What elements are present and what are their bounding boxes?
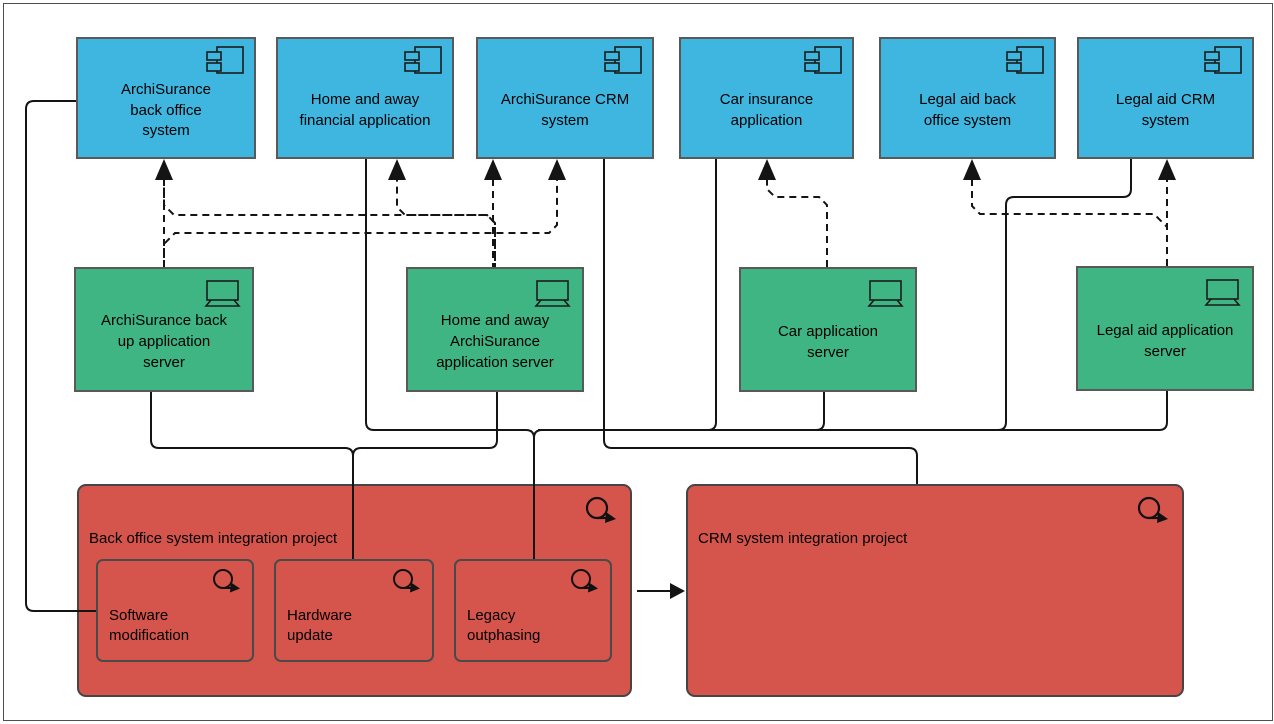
- node-label: Legal aid application server: [1096, 321, 1234, 360]
- arrowhead: [670, 583, 685, 599]
- device-icon: [865, 279, 905, 314]
- assoc-carserver-legacy: [538, 392, 825, 431]
- work-package-software-modification[interactable]: Software modification: [96, 559, 254, 662]
- arrowhead: [155, 159, 173, 180]
- component-icon: [1202, 45, 1244, 82]
- node-label: ArchiSurance back up application server: [101, 312, 227, 371]
- arrowhead: [548, 159, 566, 180]
- work-package-icon: [1134, 494, 1172, 535]
- server-archisurance-back-up[interactable]: ArchiSurance back up application server: [74, 267, 254, 392]
- node-label: Legal aid CRM system: [1115, 91, 1216, 129]
- server-car-application[interactable]: Car application server: [739, 267, 917, 392]
- component-icon: [1004, 45, 1046, 82]
- rel-homeawayserver-financial: [396, 179, 496, 267]
- arrowhead: [484, 159, 502, 180]
- work-package-icon: [390, 567, 424, 604]
- arrowhead: [1158, 159, 1176, 180]
- work-package-icon: [582, 494, 620, 535]
- assoc-legalaidserver-legacy: [538, 391, 1168, 431]
- server-home-and-away-archisurance[interactable]: Home and away ArchiSurance application s…: [406, 267, 584, 392]
- component-icon: [802, 45, 844, 82]
- node-label: Legal aid back office system: [919, 91, 1016, 129]
- arrowhead: [758, 159, 776, 180]
- device-icon: [202, 279, 242, 314]
- app-legal-aid-crm-system[interactable]: Legal aid CRM system: [1077, 37, 1254, 159]
- app-archisurance-back-office-system[interactable]: ArchiSurance back office system: [76, 37, 256, 159]
- app-archisurance-crm-system[interactable]: ArchiSurance CRM system: [476, 37, 654, 159]
- assoc-homeawayserver-hwupdate: [352, 392, 498, 457]
- diagram-canvas: ArchiSurance back office system Home and…: [3, 3, 1273, 721]
- project-label: Back office system integration project: [89, 530, 338, 547]
- node-label: ArchiSurance CRM system: [500, 91, 630, 129]
- node-label: Car insurance application: [719, 91, 814, 129]
- device-icon: [532, 279, 572, 314]
- node-label: Home and away ArchiSurance application s…: [436, 312, 554, 371]
- node-label: ArchiSurance back office system: [120, 80, 212, 140]
- work-package-label: Software modification: [109, 606, 190, 644]
- rel-backupserver-crm: [163, 179, 558, 267]
- device-icon: [1202, 278, 1242, 313]
- rel-carserver-carins: [766, 179, 828, 267]
- work-package-label: Legacy outphasing: [467, 606, 541, 644]
- server-legal-aid-application[interactable]: Legal aid application server: [1076, 266, 1254, 391]
- work-package-icon: [210, 567, 244, 604]
- component-icon: [402, 45, 444, 82]
- project-label: CRM system integration project: [698, 530, 908, 547]
- work-package-hardware-update[interactable]: Hardware update: [274, 559, 434, 662]
- rel-homeawayserver-backoffice: [163, 179, 496, 267]
- rel-legalaidserver-legalaidbackoffice: [971, 179, 1168, 228]
- node-label: Car application server: [777, 322, 879, 361]
- arrowhead: [388, 159, 406, 180]
- work-package-legacy-outphasing[interactable]: Legacy outphasing: [454, 559, 612, 662]
- node-label: Home and away financial application: [299, 91, 431, 129]
- app-car-insurance-application[interactable]: Car insurance application: [679, 37, 854, 159]
- app-home-and-away-financial[interactable]: Home and away financial application: [276, 37, 454, 159]
- app-legal-aid-back-office-system[interactable]: Legal aid back office system: [879, 37, 1056, 159]
- project-crm-system-integration[interactable]: CRM system integration project: [686, 484, 1184, 697]
- arrowhead: [963, 159, 981, 180]
- component-icon: [204, 45, 246, 82]
- work-package-icon: [568, 567, 602, 604]
- component-icon: [602, 45, 644, 82]
- work-package-label: Hardware update: [287, 606, 353, 644]
